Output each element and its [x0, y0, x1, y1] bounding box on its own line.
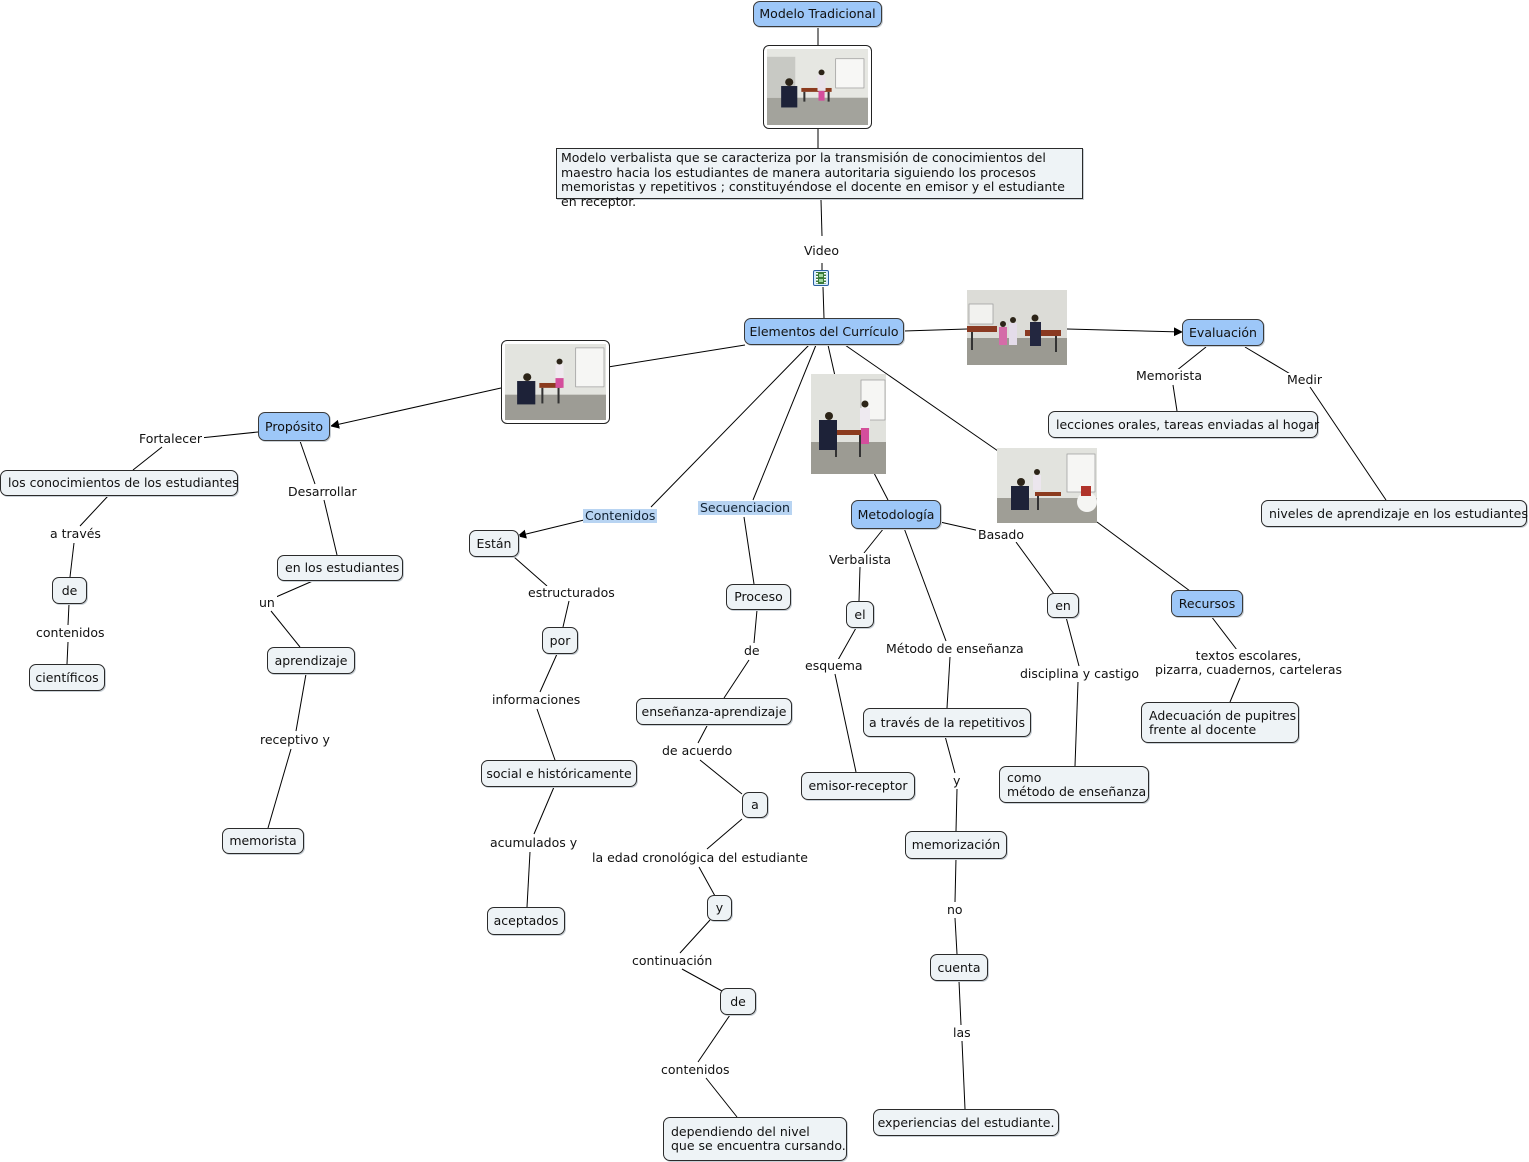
classroom-photo [997, 448, 1097, 523]
concept-dependiendo[interactable]: dependiendo del nivel que se encuentra c… [663, 1117, 847, 1161]
concept-a[interactable]: a [742, 792, 768, 818]
concept-elementos[interactable]: Elementos del Currículo [744, 318, 904, 345]
concept-cuenta[interactable]: cuenta [930, 954, 988, 981]
concept-proceso[interactable]: Proceso [726, 584, 791, 610]
link-informaciones: informaciones [490, 692, 583, 707]
link-textos: textos escolares, pizarra, cuadernos, ca… [1153, 648, 1345, 677]
link-las: las [951, 1025, 973, 1040]
concept-niveles[interactable]: niveles de aprendizaje en los estudiante… [1261, 500, 1528, 527]
link-desarrollar: Desarrollar [286, 484, 359, 499]
concept-en[interactable]: en [1047, 593, 1079, 618]
link-continuacion: continuación [630, 953, 715, 968]
classroom-photo [763, 45, 872, 129]
concept-social[interactable]: social e históricamente [481, 760, 637, 787]
link-verbalista: Verbalista [827, 552, 894, 567]
link-de-acuerdo: de acuerdo [660, 743, 735, 758]
link-no: no [945, 902, 965, 917]
concept-de[interactable]: de [52, 577, 87, 604]
concept-memorizacion[interactable]: memorización [905, 831, 1007, 859]
concept-emisor-receptor[interactable]: emisor-receptor [801, 772, 915, 800]
concept-ensenanza-aprendizaje[interactable]: enseñanza-aprendizaje [636, 698, 792, 725]
concept-memorista[interactable]: memorista [222, 828, 304, 854]
link-disciplina: disciplina y castigo [1018, 666, 1142, 681]
classroom-photo [811, 374, 886, 474]
link-acumulados: acumulados y [488, 835, 580, 850]
link-y: y [951, 773, 963, 788]
link-estructurados: estructurados [526, 585, 617, 600]
concept-recursos[interactable]: Recursos [1171, 590, 1243, 617]
classroom-photo [501, 340, 610, 424]
concept-como[interactable]: como método de enseñanza [999, 766, 1149, 803]
concept-evaluacion[interactable]: Evaluación [1182, 319, 1264, 346]
link-basado: Basado [976, 527, 1026, 542]
concept-de-2[interactable]: de [720, 988, 756, 1015]
link-edad: la edad cronológica del estudiante [590, 850, 810, 865]
link-contenidos-2: contenidos [659, 1062, 732, 1077]
link-secuenciacion-highlighted: Secuenciacion [698, 500, 792, 515]
link-memorista: Memorista [1134, 368, 1204, 383]
film-icon[interactable] [813, 270, 829, 286]
link-contenidos-highlighted: Contenidos [583, 508, 658, 523]
link-receptivo: receptivo y [258, 732, 332, 747]
link-fortalecer: Fortalecer [137, 431, 204, 446]
link-un: un [257, 595, 277, 610]
concept-conocimientos[interactable]: los conocimientos de los estudiantes [0, 470, 239, 496]
concept-en-estudiantes[interactable]: en los estudiantes [277, 555, 403, 581]
link-contenidos: contenidos [34, 625, 107, 640]
concept-el[interactable]: el [846, 601, 874, 628]
concept-estan[interactable]: Están [469, 530, 519, 557]
link-medir: Medir [1285, 372, 1325, 387]
concept-lecciones[interactable]: lecciones orales, tareas enviadas al hog… [1048, 411, 1319, 438]
description-node[interactable]: Modelo verbalista que se caracteriza por… [556, 148, 1083, 208]
concept-experiencias[interactable]: experiencias del estudiante. [873, 1109, 1059, 1136]
link-metodo: Método de enseñanza [884, 641, 1026, 656]
concept-adecuacion[interactable]: Adecuación de pupitres frente al docente [1141, 702, 1299, 743]
link-de: de [742, 643, 762, 658]
concept-proposito[interactable]: Propósito [258, 412, 330, 441]
link-esquema: esquema [803, 658, 865, 673]
title-node[interactable]: Modelo Tradicional [753, 1, 882, 27]
video-label: Video [802, 243, 842, 258]
concept-cientificos[interactable]: científicos [29, 664, 105, 691]
concept-por[interactable]: por [542, 627, 578, 654]
concept-aprendizaje[interactable]: aprendizaje [267, 647, 355, 674]
concept-repetitivos[interactable]: a través de la repetitivos [863, 708, 1031, 737]
classroom-photo [967, 290, 1067, 365]
concept-y[interactable]: y [707, 895, 732, 921]
concept-aceptados[interactable]: aceptados [487, 907, 565, 935]
concept-metodologia[interactable]: Metodología [851, 500, 941, 529]
link-a-traves: a través [48, 526, 103, 541]
